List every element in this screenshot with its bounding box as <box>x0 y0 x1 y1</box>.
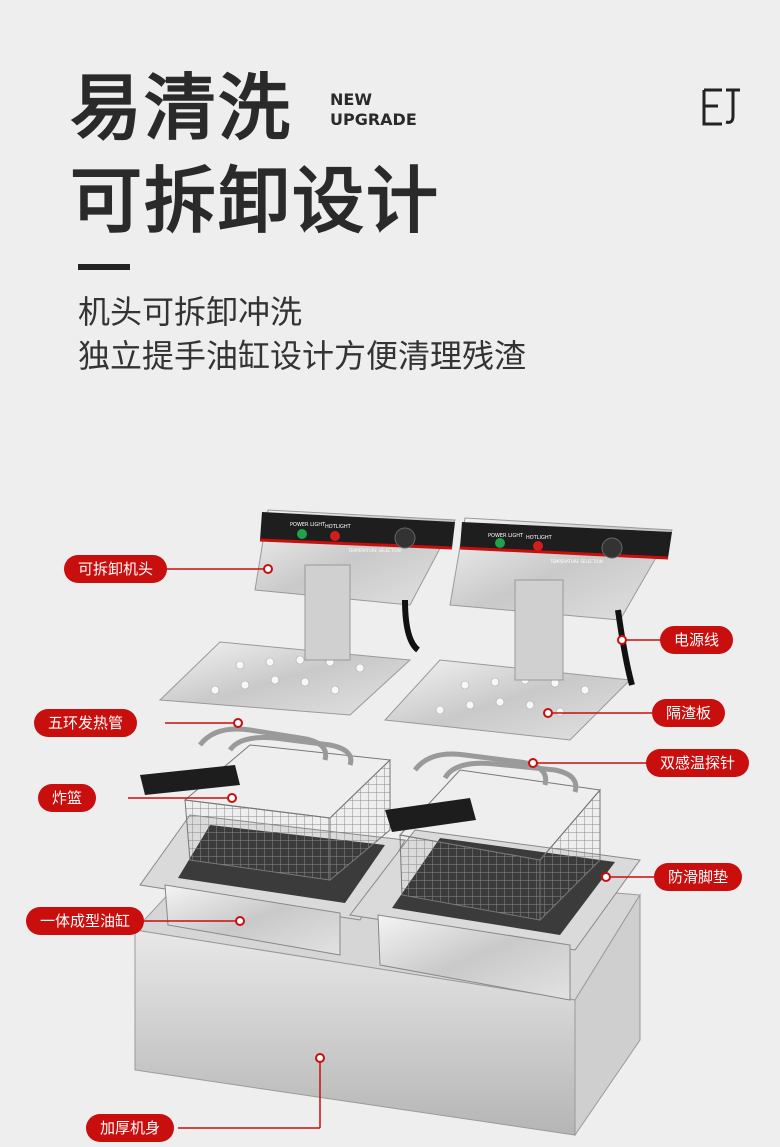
callout-probe-label: 双感温探针 <box>646 749 750 777</box>
callout-heating-tube-label: 五环发热管 <box>34 709 138 737</box>
residue-plate-right <box>383 659 632 741</box>
control-head-left <box>254 509 456 661</box>
badge-line-2: UPGRADE <box>330 110 417 129</box>
title-line-2: 可拆卸设计 <box>70 159 441 243</box>
fry-basket-left <box>140 744 392 882</box>
callout-anti-slip-label: 防滑脚垫 <box>654 863 743 891</box>
callout-basket-label: 炸篮 <box>38 784 97 812</box>
new-upgrade-badge: NEW UPGRADE <box>330 90 417 130</box>
control-head-right <box>449 517 673 686</box>
hot-light-text-left: HOTLIGHT <box>325 524 352 530</box>
plate-holes <box>210 655 590 717</box>
title-divider <box>78 264 130 270</box>
title-line-1: 易清洗 <box>70 66 293 150</box>
hot-light-text-right: HOTLIGHT <box>526 535 553 541</box>
heating-tube-right <box>413 751 579 793</box>
fry-basket-right <box>385 769 601 922</box>
callout-power-cord-label: 电源线 <box>660 626 734 654</box>
callout-dots <box>227 564 627 1063</box>
callout-head-label: 可拆卸机头 <box>64 555 168 583</box>
temp-selection-text-left: TEMPERATURE SELECTION <box>347 548 401 553</box>
power-light-text-right: POWER LIGHT <box>488 533 524 539</box>
heating-tube-left <box>198 726 354 766</box>
subtitle-line-1: 机头可拆卸冲洗 <box>78 293 303 331</box>
callout-lines <box>128 568 662 1129</box>
residue-plate-left <box>158 641 412 716</box>
temp-selection-text-right: TEMPERATURE SELECTION <box>549 559 603 564</box>
callout-residue-plate-label: 隔渣板 <box>652 699 726 727</box>
power-light-text-left: POWER LIGHT <box>290 522 326 528</box>
callout-body-label: 加厚机身 <box>86 1114 175 1142</box>
et-logo-icon <box>702 88 740 126</box>
callout-oil-tank-label: 一体成型油缸 <box>26 907 145 935</box>
badge-line-1: NEW <box>330 90 372 109</box>
subtitle-line-2: 独立提手油缸设计方便清理残渣 <box>78 337 527 375</box>
